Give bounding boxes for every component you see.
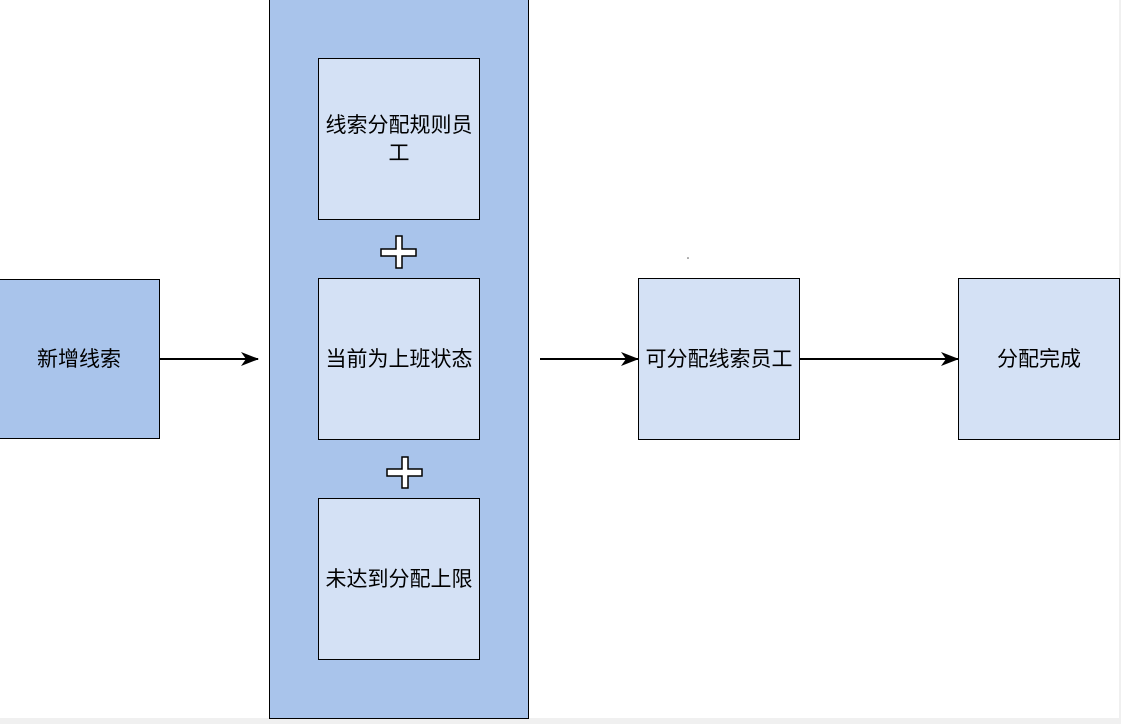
canvas-right-border [1119,0,1121,724]
node-rule-staff-label: 线索分配规则员工 [325,113,473,165]
stray-dot [687,257,689,259]
node-on-duty: 当前为上班状态 [318,278,480,440]
node-on-duty-label: 当前为上班状态 [325,347,473,371]
node-rule-staff: 线索分配规则员工 [318,58,480,220]
node-done: 分配完成 [958,278,1120,440]
node-under-limit: 未达到分配上限 [318,498,480,660]
node-under-limit-label: 未达到分配上限 [325,567,473,591]
node-done-label: 分配完成 [997,347,1081,371]
canvas-bottom-border [0,718,1121,724]
node-assignable-staff-label: 可分配线索员工 [645,347,793,371]
node-assignable-staff: 可分配线索员工 [638,278,800,440]
node-new-lead-label: 新增线索 [37,347,121,371]
node-new-lead: 新增线索 [0,279,160,439]
